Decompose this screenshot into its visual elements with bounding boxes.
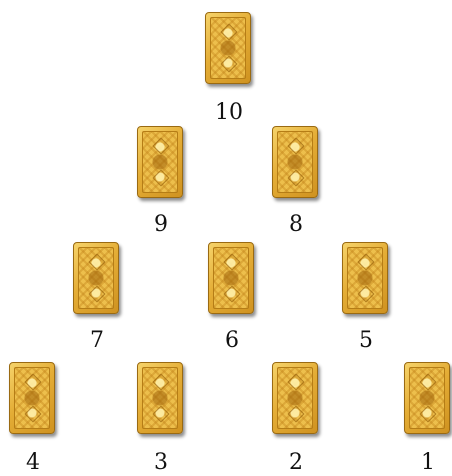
card-back[interactable] — [272, 126, 318, 198]
card-back[interactable] — [137, 362, 183, 434]
card-position-9: 9 — [137, 126, 185, 198]
position-number: 8 — [272, 214, 320, 236]
card-position-10: 10 — [205, 12, 253, 84]
card-back-pattern — [277, 367, 313, 429]
card-position-3: 3 — [137, 362, 185, 434]
position-number: 1 — [404, 452, 452, 474]
card-back-pattern — [78, 247, 114, 309]
position-number: 10 — [205, 102, 253, 124]
card-back-pattern — [277, 131, 313, 193]
card-back[interactable] — [9, 362, 55, 434]
card-back[interactable] — [137, 126, 183, 198]
position-number: 7 — [73, 330, 121, 352]
card-back[interactable] — [208, 242, 254, 314]
card-back[interactable] — [73, 242, 119, 314]
card-back[interactable] — [342, 242, 388, 314]
card-position-1: 1 — [404, 362, 452, 434]
card-back[interactable] — [205, 12, 251, 84]
card-position-7: 7 — [73, 242, 121, 314]
card-back-pattern — [14, 367, 50, 429]
position-number: 5 — [342, 330, 390, 352]
card-position-4: 4 — [9, 362, 57, 434]
card-back[interactable] — [272, 362, 318, 434]
card-back[interactable] — [404, 362, 450, 434]
position-number: 3 — [137, 452, 185, 474]
card-position-6: 6 — [208, 242, 256, 314]
card-back-pattern — [409, 367, 445, 429]
card-back-pattern — [142, 131, 178, 193]
position-number: 9 — [137, 214, 185, 236]
position-number: 6 — [208, 330, 256, 352]
card-position-2: 2 — [272, 362, 320, 434]
card-back-pattern — [210, 17, 246, 79]
card-back-pattern — [213, 247, 249, 309]
card-back-pattern — [347, 247, 383, 309]
position-number: 4 — [9, 452, 57, 474]
card-back-pattern — [142, 367, 178, 429]
position-number: 2 — [272, 452, 320, 474]
card-position-5: 5 — [342, 242, 390, 314]
card-position-8: 8 — [272, 126, 320, 198]
